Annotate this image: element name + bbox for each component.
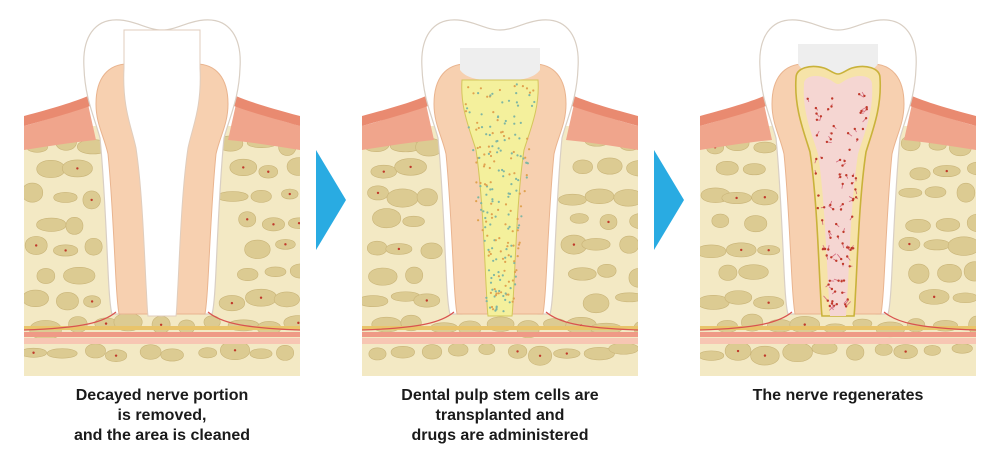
step-3-diagram — [700, 8, 976, 376]
tooth-diagram-regenerated — [700, 19, 976, 376]
caption-line: The nerve regenerates — [752, 387, 924, 404]
arrow-right-icon — [654, 150, 684, 250]
arrow-right-icon — [316, 150, 346, 250]
tooth-diagram-stem-cells — [362, 19, 638, 376]
step-3-caption: The nerve regenerates — [688, 386, 988, 406]
tooth-diagram-removed — [24, 19, 300, 376]
tooth — [421, 19, 579, 317]
caption-line: is removed, — [117, 407, 207, 424]
step-1-diagram — [24, 8, 300, 376]
step-2-caption: Dental pulp stem cells are transplanted … — [350, 386, 650, 446]
caption-line: drugs are administered — [411, 427, 589, 444]
caption-line: Dental pulp stem cells are — [401, 387, 599, 404]
caption-line: Decayed nerve portion — [75, 387, 249, 404]
caption-line: and the area is cleaned — [73, 427, 251, 444]
step-2-diagram — [362, 8, 638, 376]
tooth — [83, 19, 241, 317]
caption-line: transplanted and — [435, 407, 565, 424]
step-1-caption: Decayed nerve portion is removed, and th… — [12, 386, 312, 446]
tooth — [759, 19, 917, 317]
